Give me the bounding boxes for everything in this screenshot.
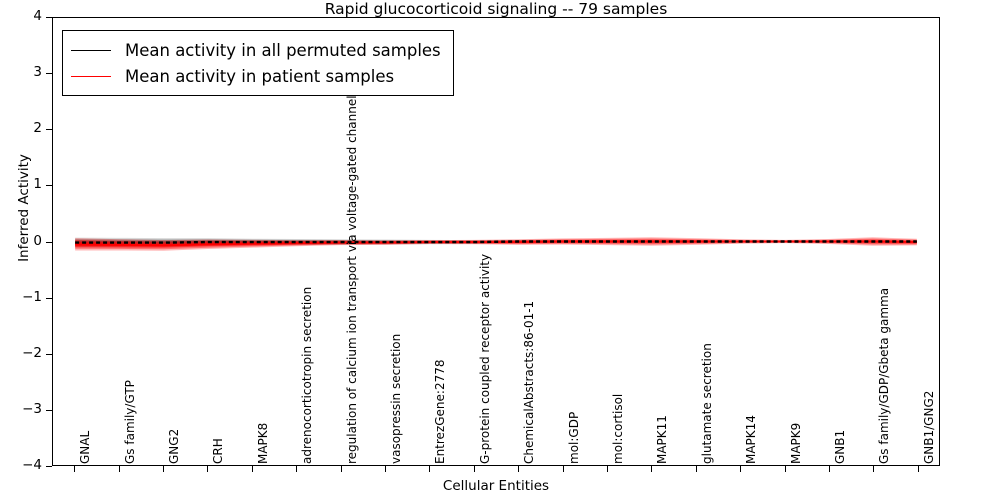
x-tick-label: regulation of calcium ion transport via … bbox=[344, 95, 359, 464]
x-tick-label: Gs family/GDP/Gbeta gamma bbox=[877, 287, 892, 464]
legend-color-swatch bbox=[71, 75, 111, 77]
x-tick-mark bbox=[829, 466, 830, 472]
y-tick-label: 3 bbox=[33, 64, 42, 81]
x-tick-label: adrenocorticotropin secretion bbox=[300, 286, 315, 464]
y-tick-label: −3 bbox=[22, 400, 42, 417]
x-tick-mark bbox=[207, 466, 209, 472]
x-tick-label: MAPK9 bbox=[788, 422, 803, 464]
y-tick-mark bbox=[46, 129, 52, 131]
legend-label: Mean activity in all permuted samples bbox=[125, 40, 441, 60]
x-tick-mark bbox=[473, 466, 475, 472]
y-tick-mark bbox=[46, 185, 52, 187]
chart-title: Rapid glucocorticoid signaling -- 79 sam… bbox=[324, 0, 668, 18]
x-tick-mark bbox=[163, 466, 164, 472]
x-tick-label: GNAL bbox=[78, 430, 93, 464]
y-tick-mark bbox=[46, 297, 52, 299]
x-tick-label: GNB1 bbox=[833, 429, 847, 464]
x-tick-label: EntrezGene:2778 bbox=[433, 359, 448, 465]
y-tick-label: 2 bbox=[33, 120, 42, 137]
y-tick-mark bbox=[46, 353, 52, 355]
x-tick-label: mol:GDP bbox=[566, 411, 581, 464]
x-tick-label: GNG2 bbox=[167, 428, 181, 464]
legend-color-swatch bbox=[71, 49, 111, 51]
x-tick-mark bbox=[695, 466, 697, 472]
x-tick-label: G-protein coupled receptor activity bbox=[477, 253, 492, 464]
x-tick-label: ChemicalAbstracts:86-01-1 bbox=[522, 300, 537, 464]
x-tick-mark bbox=[784, 466, 786, 472]
legend-label: Mean activity in patient samples bbox=[125, 66, 395, 86]
x-tick-label: GNB1/GNG2 bbox=[921, 390, 936, 464]
y-tick-mark bbox=[46, 409, 52, 411]
x-tick-label: Gs family/GTP bbox=[122, 380, 137, 464]
y-tick-label: 4 bbox=[33, 8, 42, 24]
x-tick-mark bbox=[118, 466, 120, 472]
mean-line bbox=[75, 240, 917, 244]
x-tick-mark bbox=[296, 466, 298, 472]
x-tick-label: CRH bbox=[211, 438, 226, 464]
x-tick-mark bbox=[562, 466, 564, 472]
x-tick-mark bbox=[74, 466, 76, 472]
x-tick-label: MAPK8 bbox=[255, 422, 270, 464]
chart-plot-svg bbox=[75, 237, 917, 251]
mean-line-layer bbox=[75, 240, 917, 247]
y-tick-label: 0 bbox=[33, 232, 42, 249]
y-tick-mark bbox=[46, 466, 52, 467]
x-tick-mark bbox=[651, 466, 653, 472]
x-tick-label: MAPK14 bbox=[744, 415, 759, 464]
x-tick-label: glutamate secretion bbox=[699, 343, 714, 464]
x-tick-mark bbox=[251, 466, 253, 472]
x-axis-label: Cellular Entities bbox=[442, 478, 550, 494]
x-tick-mark bbox=[518, 466, 520, 472]
x-tick-mark bbox=[607, 466, 608, 472]
y-tick-label: 1 bbox=[33, 176, 42, 193]
x-tick-mark bbox=[429, 466, 431, 472]
y-tick-mark bbox=[46, 73, 52, 75]
x-tick-mark bbox=[340, 466, 342, 472]
legend-entry[interactable]: Mean activity in all permuted samples bbox=[71, 37, 441, 63]
y-tick-label: −4 bbox=[22, 457, 42, 473]
x-tick-label: MAPK11 bbox=[655, 415, 670, 464]
y-tick-mark bbox=[46, 17, 52, 18]
x-tick-mark bbox=[917, 466, 919, 472]
x-tick-mark bbox=[873, 466, 875, 472]
y-tick-mark bbox=[46, 241, 52, 243]
y-tick-label: −2 bbox=[22, 344, 42, 361]
x-tick-mark bbox=[740, 466, 742, 472]
y-tick-label: −1 bbox=[22, 288, 42, 305]
x-tick-label: vasopressin secretion bbox=[389, 333, 403, 464]
legend-entry[interactable]: Mean activity in patient samples bbox=[71, 63, 441, 89]
x-tick-label: mol:cortisol bbox=[611, 393, 625, 464]
x-tick-mark bbox=[385, 466, 386, 472]
